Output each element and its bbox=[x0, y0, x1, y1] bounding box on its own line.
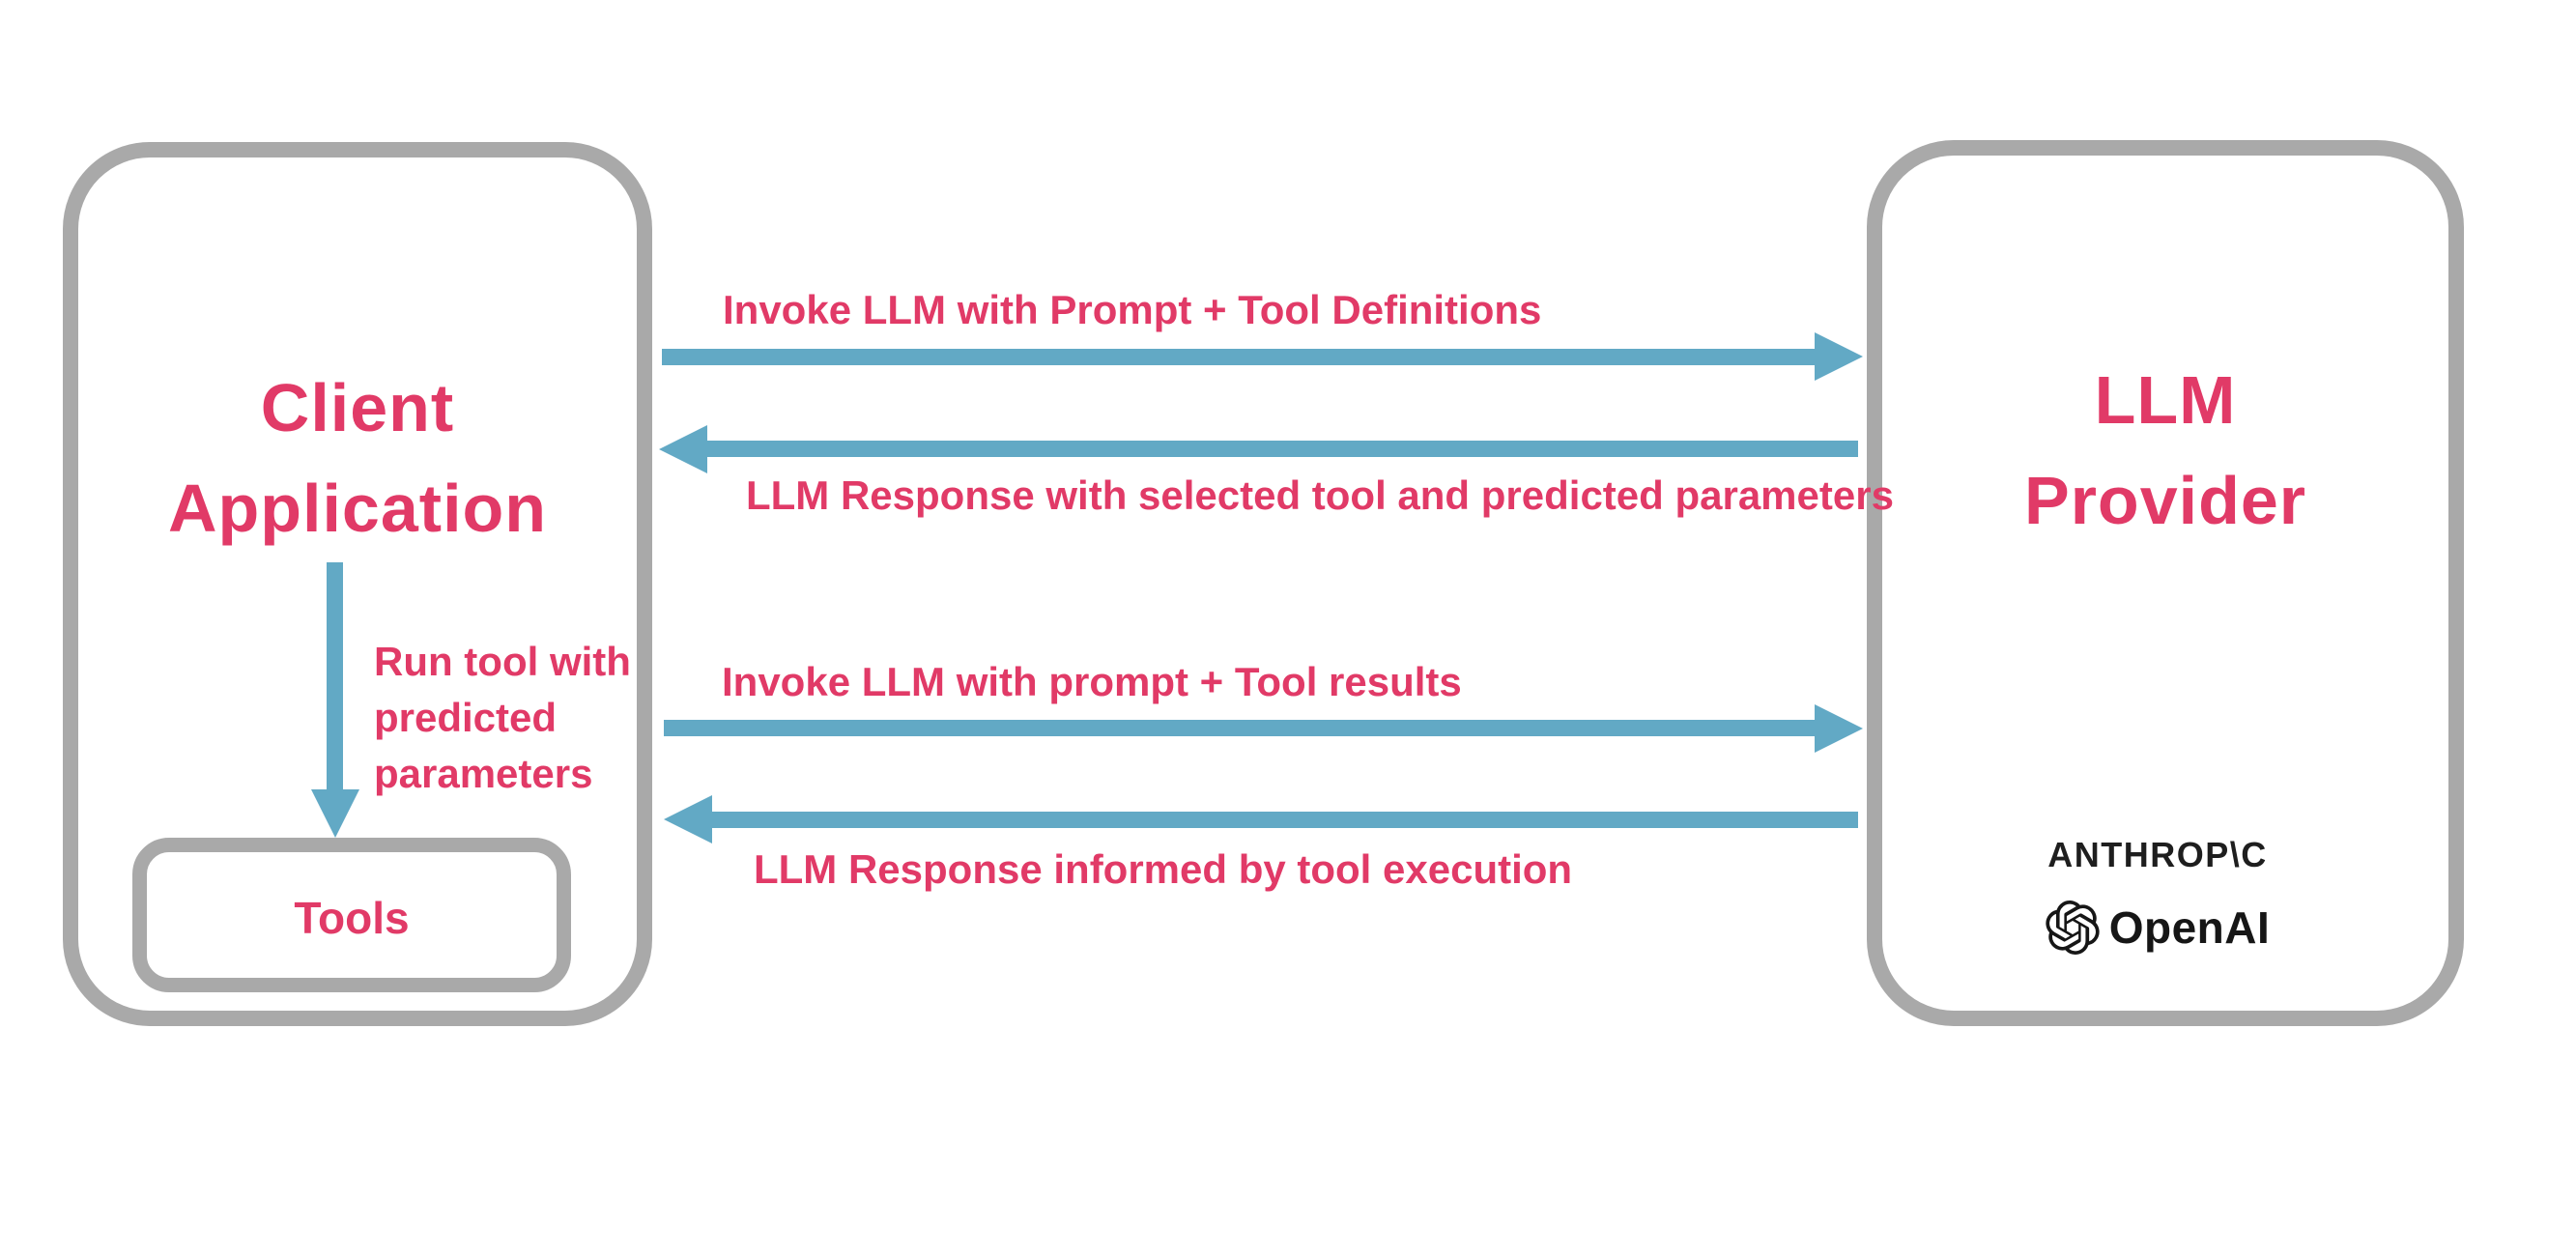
openai-logo: OpenAI bbox=[1981, 901, 2334, 955]
label-run-tool: Run tool with predicted parameters bbox=[374, 634, 631, 802]
tools-label: Tools bbox=[294, 893, 410, 943]
llm-title-line1: LLM bbox=[2094, 362, 2237, 438]
openai-flower-icon bbox=[2046, 901, 2100, 955]
arrow-response-1-shaft bbox=[707, 441, 1858, 457]
run-tool-arrow-shaft bbox=[327, 562, 343, 789]
label-llm-response-selected-tool: LLM Response with selected tool and pred… bbox=[746, 472, 1894, 518]
client-title-line2: Application bbox=[167, 471, 548, 546]
run-tool-arrow-down-head-icon bbox=[311, 789, 359, 838]
client-application-title: Client Application bbox=[63, 357, 652, 558]
arrow-invoke-1-shaft bbox=[662, 349, 1815, 365]
arrow-response-1-left-head-icon bbox=[659, 425, 707, 473]
run-tool-label-line1: Run tool with bbox=[374, 639, 631, 684]
llm-provider-title: LLM Provider bbox=[1867, 350, 2464, 551]
arrow-response-2-shaft bbox=[712, 812, 1858, 828]
arrow-invoke-2-right-head-icon bbox=[1815, 704, 1863, 753]
label-invoke-llm-tool-results: Invoke LLM with prompt + Tool results bbox=[722, 659, 1462, 704]
openai-wordmark: OpenAI bbox=[2108, 902, 2271, 953]
arrow-response-2-left-head-icon bbox=[664, 795, 712, 843]
label-llm-response-tool-execution: LLM Response informed by tool execution bbox=[754, 846, 1573, 892]
anthropic-wordmark: ANTHROP\C bbox=[2047, 835, 2268, 874]
client-title-line1: Client bbox=[260, 370, 455, 445]
run-tool-label-line3: parameters bbox=[374, 751, 593, 796]
arrow-invoke-1-right-head-icon bbox=[1815, 332, 1863, 381]
llm-provider-box bbox=[1867, 140, 2464, 1026]
label-invoke-llm-definitions: Invoke LLM with Prompt + Tool Definition… bbox=[723, 287, 1542, 332]
llm-title-line2: Provider bbox=[2024, 463, 2306, 538]
run-tool-label-line2: predicted bbox=[374, 695, 558, 740]
arrow-invoke-2-shaft bbox=[664, 720, 1815, 736]
tools-box: Tools bbox=[132, 838, 571, 992]
